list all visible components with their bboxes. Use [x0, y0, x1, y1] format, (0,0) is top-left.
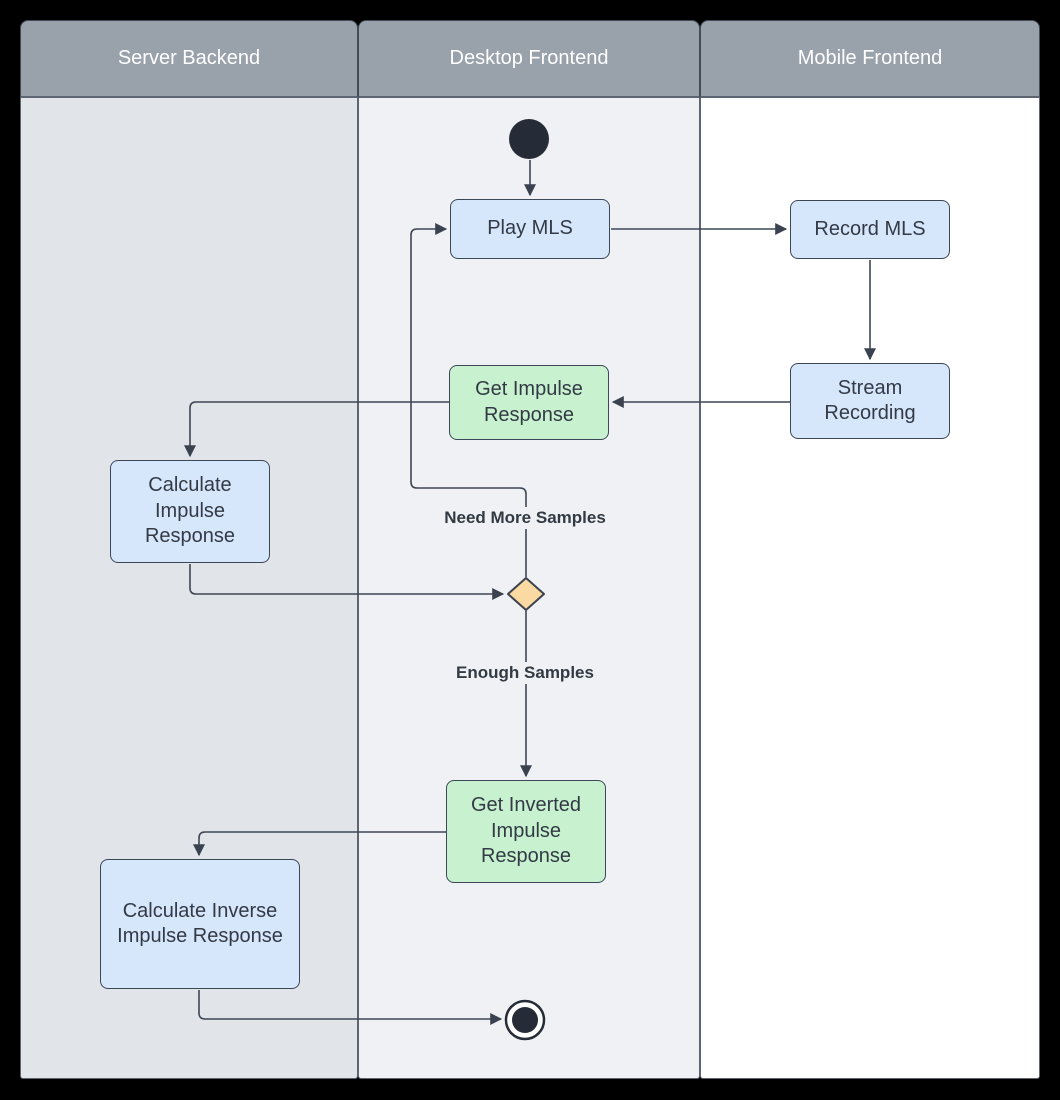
- node-label: Calculate Inverse Impulse Response: [117, 899, 283, 947]
- node-label: Get Inverted Impulse Response: [470, 794, 582, 868]
- node-label: Get Impulse Response: [475, 378, 583, 426]
- action-calculate-impulse-response[interactable]: Calculate Impulse Response: [110, 460, 270, 563]
- lane-header-desktop-frontend: Desktop Frontend: [358, 20, 700, 98]
- action-stream-recording[interactable]: Stream Recording: [790, 363, 950, 439]
- action-get-impulse-response[interactable]: Get Impulse Response: [449, 365, 609, 440]
- action-play-mls[interactable]: Play MLS: [450, 199, 610, 259]
- action-get-inverted-impulse-response[interactable]: Get Inverted Impulse Response: [446, 780, 606, 883]
- action-record-mls[interactable]: Record MLS: [790, 200, 950, 259]
- node-label: Play MLS: [487, 217, 573, 240]
- lane-title: Desktop Frontend: [449, 47, 609, 69]
- node-label: Stream Recording: [824, 376, 916, 424]
- lane-title: Server Backend: [117, 47, 261, 69]
- action-calculate-inverse-impulse-response[interactable]: Calculate Inverse Impulse Response: [100, 859, 300, 989]
- edge-label-enough-samples: Enough Samples: [451, 662, 599, 684]
- lane-title: Mobile Frontend: [797, 47, 943, 69]
- node-label: Calculate Impulse Response: [144, 474, 236, 548]
- node-label: Record MLS: [814, 217, 926, 240]
- lane-header-mobile-frontend: Mobile Frontend: [700, 20, 1040, 98]
- lane-header-server-backend: Server Backend: [20, 20, 358, 98]
- edge-label-need-more-samples: Need More Samples: [439, 507, 611, 529]
